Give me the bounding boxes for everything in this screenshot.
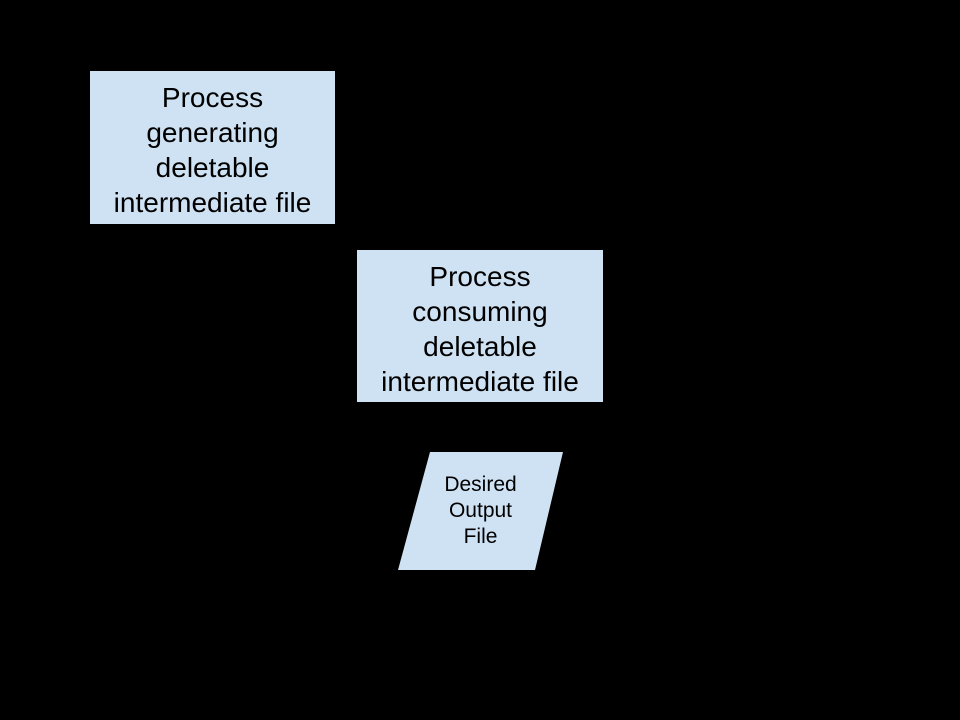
node-label-line: intermediate file (381, 365, 579, 397)
node-label-line: intermediate file (113, 187, 312, 218)
node-label-line: Desired (444, 473, 517, 496)
node-process-consuming: Process consuming deletable intermediate… (357, 250, 603, 402)
node-label-line: File (463, 525, 498, 548)
node-label-line: consuming (412, 295, 548, 327)
node-desired-output: Desired Output File (398, 452, 563, 570)
node-label-line: Process (429, 260, 531, 292)
node-label-line: deletable (155, 152, 270, 183)
node-label-line: Process (161, 82, 264, 113)
node-label-line: generating (146, 117, 279, 148)
parallelogram-polygon (398, 452, 563, 570)
node-label-line: Output (448, 499, 513, 522)
node-process-generating: Process generating deletable intermediat… (90, 71, 335, 224)
parallelogram-shape (398, 452, 563, 570)
node-label-line: deletable (423, 330, 537, 362)
